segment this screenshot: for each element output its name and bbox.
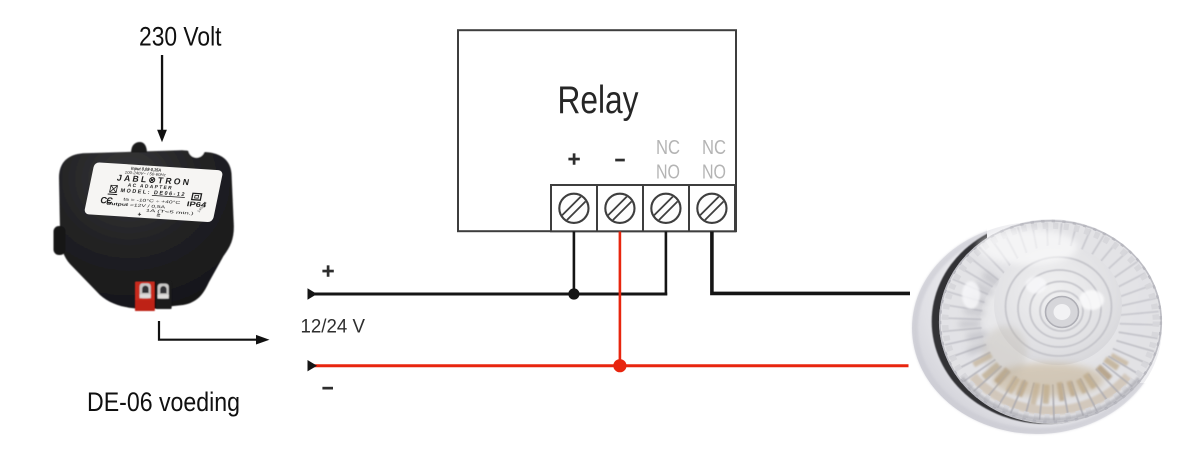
svg-text:100-240V~ / 50-60Hz: 100-240V~ / 50-60Hz bbox=[124, 170, 166, 178]
svg-text:1A (T<5 min.): 1A (T<5 min.) bbox=[145, 208, 195, 216]
svg-text:Output =12V / 0,5A: Output =12V / 0,5A bbox=[106, 201, 166, 210]
svg-text:DE-06 voeding: DE-06 voeding bbox=[87, 387, 240, 417]
svg-text:12/24 V: 12/24 V bbox=[301, 316, 366, 338]
svg-text:NC: NC bbox=[702, 136, 726, 159]
svg-text:140213: 140213 bbox=[197, 201, 208, 213]
svg-text:AC ADAPTER: AC ADAPTER bbox=[127, 183, 173, 192]
svg-text:NO: NO bbox=[702, 160, 726, 183]
svg-text:ta = -10°C ÷ +40°C: ta = -10°C ÷ +40°C bbox=[123, 196, 181, 205]
svg-text:=: = bbox=[156, 212, 161, 219]
svg-text:Relay: Relay bbox=[558, 79, 640, 122]
svg-text:IP64: IP64 bbox=[186, 201, 207, 209]
svg-text:230 Volt: 230 Volt bbox=[139, 21, 222, 51]
svg-text:NC: NC bbox=[656, 136, 680, 159]
svg-text:CЄ: CЄ bbox=[99, 195, 114, 206]
svg-text:Input 0,08-0,15A: Input 0,08-0,15A bbox=[131, 166, 163, 173]
svg-text:+: + bbox=[137, 211, 142, 218]
svg-text:NO: NO bbox=[656, 160, 680, 183]
